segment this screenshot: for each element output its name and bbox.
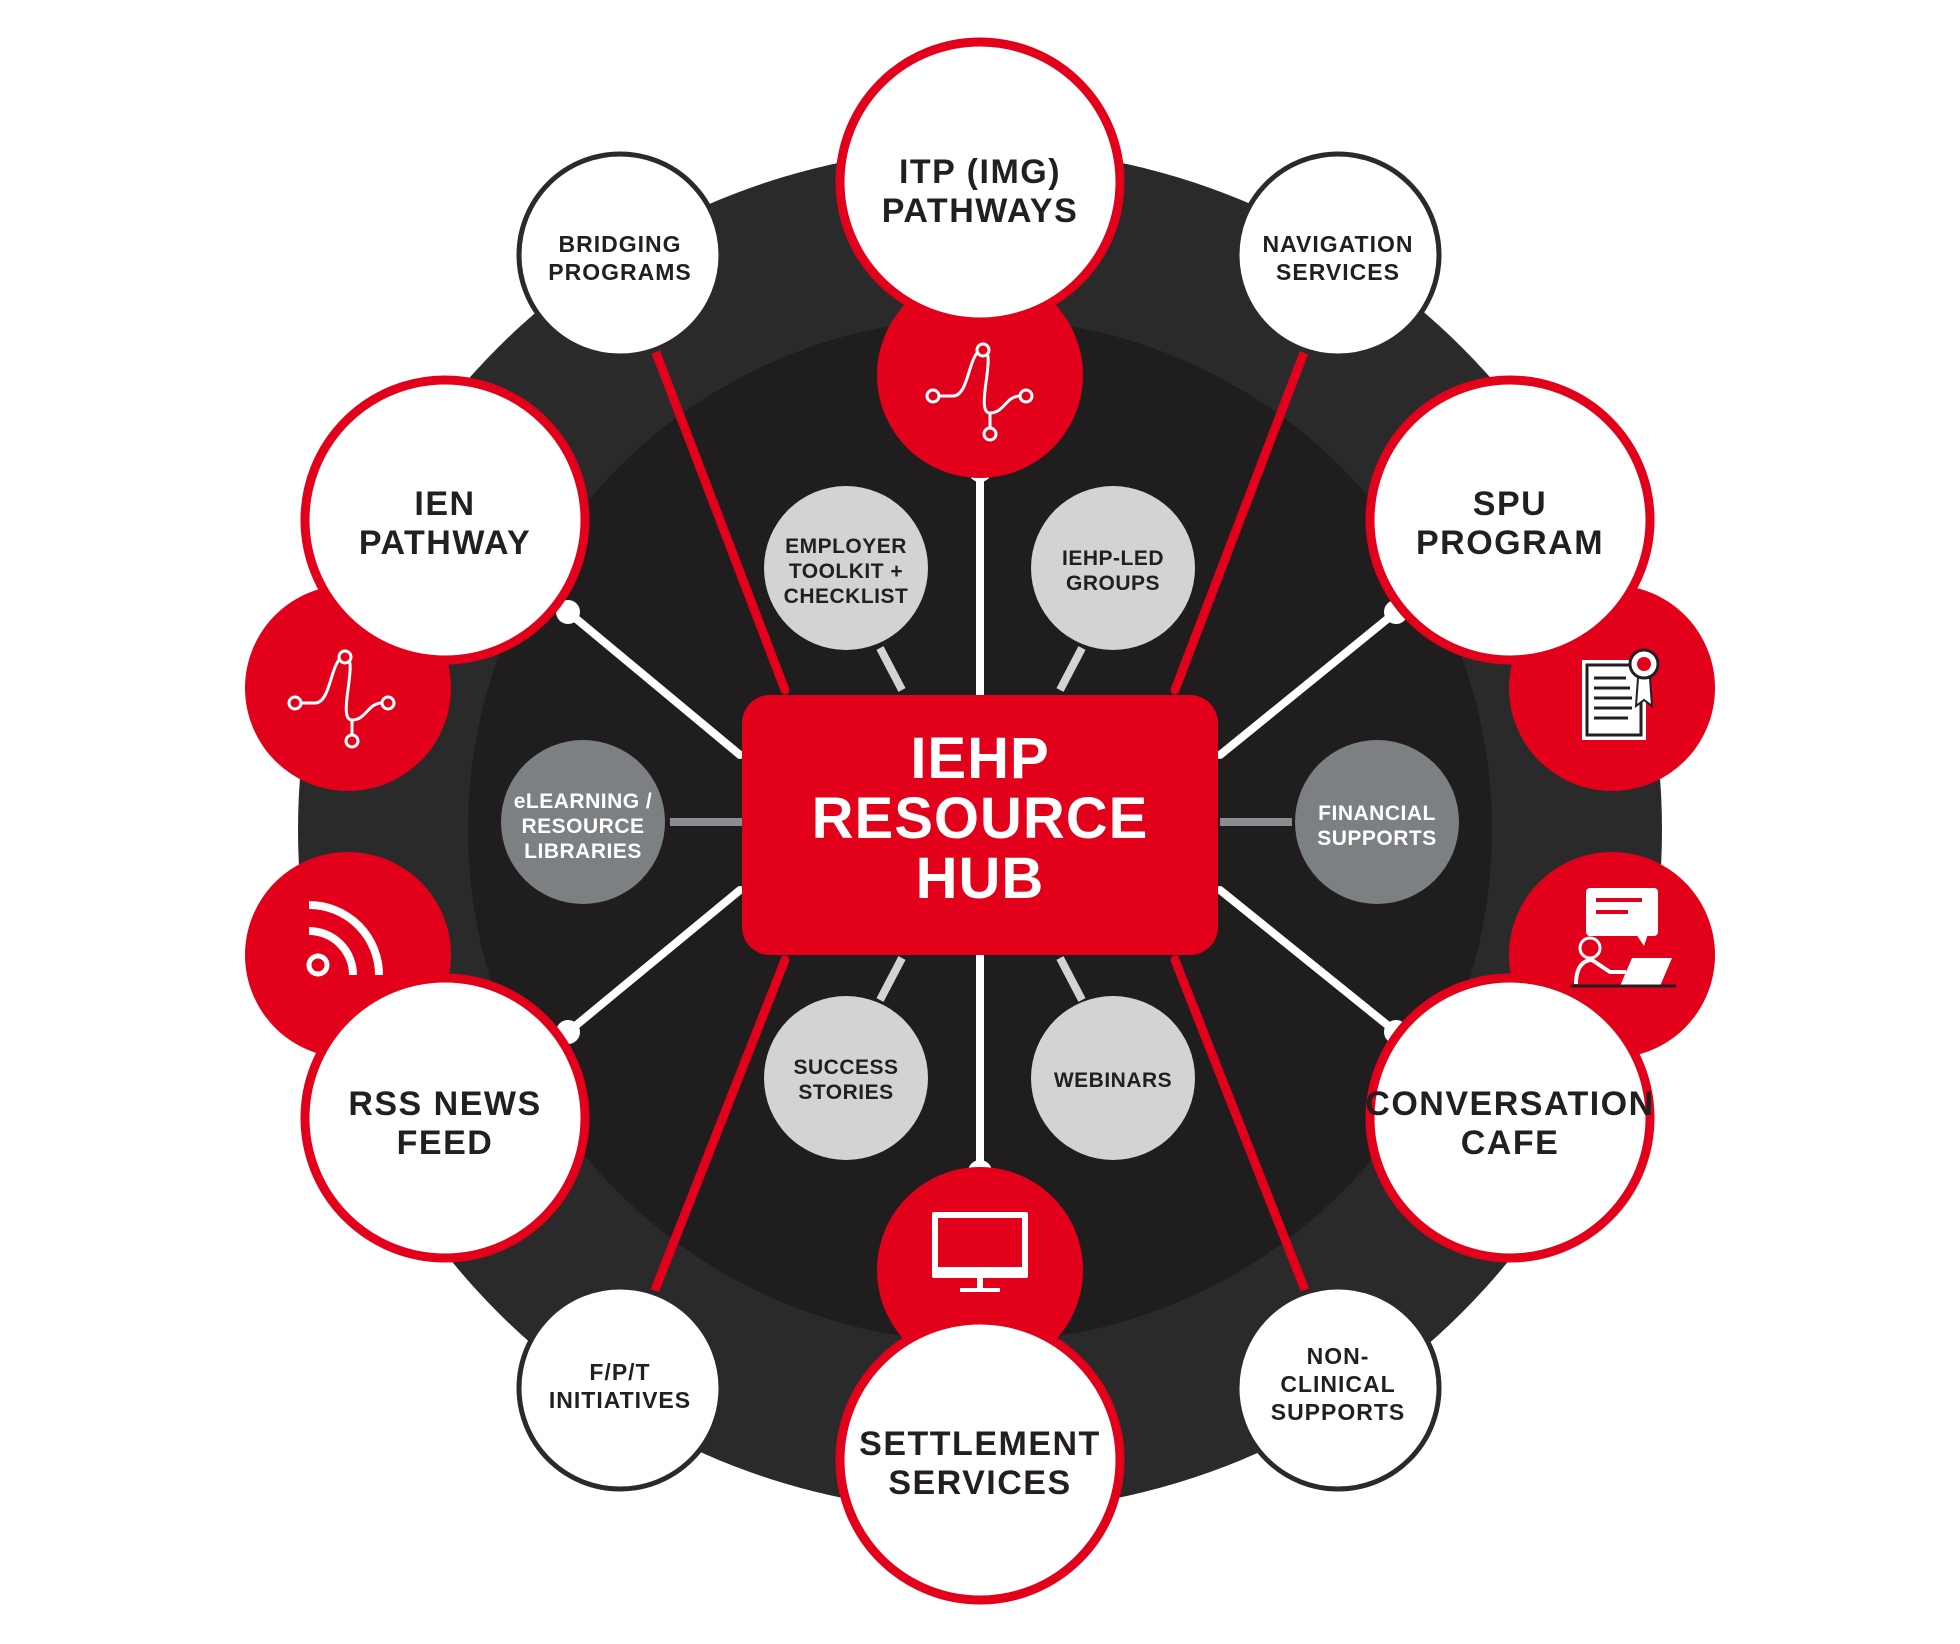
node-itp-line-1: ITP (IMG): [899, 153, 1061, 191]
node-conversation-line-2: CAFE: [1461, 1124, 1560, 1162]
connector-employer: [876, 646, 906, 692]
connector-webinars: [1056, 956, 1086, 1002]
node-navigation-line-1: NAVIGATION: [1263, 231, 1414, 257]
node-bridging-line-1: BRIDGING: [559, 231, 682, 257]
node-webinars[interactable]: WEBINARS: [1031, 996, 1195, 1160]
node-spu-line-1: SPU: [1473, 485, 1547, 523]
connector-iehp-groups: [1056, 646, 1086, 692]
node-conversation-cafe[interactable]: CONVERSATION CAFE: [1365, 973, 1655, 1263]
red-connectors: [650, 345, 1310, 1295]
hub-line-2: RESOURCE: [812, 786, 1149, 851]
node-rss-line-1: RSS NEWS: [348, 1085, 541, 1123]
node-navigation-services[interactable]: NAVIGATION SERVICES: [1234, 151, 1442, 359]
node-employer-line-3: CHECKLIST: [784, 585, 909, 608]
node-employer-line-1: EMPLOYER: [785, 535, 907, 558]
node-nonclinical-line-1: NON-: [1307, 1343, 1370, 1369]
bubble-itp: [877, 272, 1083, 478]
pathway-icon: [287, 649, 396, 749]
node-iehp-groups-line-2: GROUPS: [1066, 572, 1160, 595]
dot-ien: [556, 600, 580, 624]
node-employer-toolkit[interactable]: EMPLOYER TOOLKIT + CHECKLIST: [764, 486, 928, 650]
rss-icon: [306, 901, 383, 977]
node-elearning-line-1: eLEARNING /: [514, 790, 653, 813]
node-financial-line-2: SUPPORTS: [1317, 827, 1437, 850]
node-elearning-line-2: RESOURCE: [521, 815, 644, 838]
white-connectors: [564, 466, 1400, 1176]
chat-laptop-icon: [1570, 888, 1676, 988]
connector-bridging: [650, 345, 790, 695]
connector-nonclinical: [1170, 955, 1310, 1295]
node-rss-line-2: FEED: [397, 1124, 494, 1162]
hub-line-3: HUB: [916, 846, 1045, 911]
node-itp-pathways[interactable]: ITP (IMG) PATHWAYS: [835, 37, 1125, 327]
gray-connectors: [876, 646, 1086, 1002]
node-settlement-line-2: SERVICES: [888, 1464, 1071, 1502]
node-financial-line-1: FINANCIAL: [1318, 802, 1436, 825]
node-elearning-line-3: LIBRARIES: [524, 840, 642, 863]
node-bridging-programs[interactable]: BRIDGING PROGRAMS: [516, 151, 724, 359]
inner-nodes: EMPLOYER TOOLKIT + CHECKLIST IEHP-LED GR…: [501, 486, 1459, 1160]
connector-success: [876, 956, 906, 1002]
node-conversation-line-1: CONVERSATION: [1365, 1085, 1654, 1123]
node-rss-news-feed[interactable]: RSS NEWS FEED: [300, 973, 590, 1263]
certificate-icon: [1582, 648, 1660, 740]
node-spu-program[interactable]: SPU PROGRAM: [1365, 375, 1655, 665]
node-itp-line-2: PATHWAYS: [882, 192, 1079, 230]
node-ien-pathway[interactable]: IEN PATHWAY: [300, 375, 590, 665]
connector-spu: [1216, 608, 1400, 759]
node-financial-supports[interactable]: FINANCIAL SUPPORTS: [1295, 740, 1459, 904]
connector-ien: [564, 608, 744, 759]
node-iehp-led-groups[interactable]: IEHP-LED GROUPS: [1031, 486, 1195, 650]
node-iehp-groups-line-1: IEHP-LED: [1062, 547, 1164, 570]
minor-nodes: BRIDGING PROGRAMS NAVIGATION SERVICES F/…: [516, 151, 1442, 1492]
node-ien-line-1: IEN: [414, 485, 475, 523]
node-fpt-initiatives[interactable]: F/P/T INITIATIVES: [516, 1284, 724, 1492]
node-elearning-libraries[interactable]: eLEARNING / RESOURCE LIBRARIES: [501, 740, 665, 904]
node-employer-line-2: TOOLKIT +: [789, 560, 903, 583]
node-bridging-line-2: PROGRAMS: [548, 259, 691, 285]
connector-fpt: [650, 955, 790, 1295]
node-non-clinical-supports[interactable]: NON- CLINICAL SUPPORTS: [1234, 1284, 1442, 1492]
connector-conversation: [1216, 886, 1400, 1036]
node-spu-line-2: PROGRAM: [1416, 524, 1604, 562]
node-ien-line-2: PATHWAY: [359, 524, 531, 562]
pathway-icon: [925, 342, 1034, 442]
node-success-stories[interactable]: SUCCESS STORIES: [764, 996, 928, 1160]
monitor-icon: [932, 1212, 1028, 1292]
node-nonclinical-line-2: CLINICAL: [1280, 1371, 1395, 1397]
node-success-line-1: SUCCESS: [793, 1056, 898, 1079]
node-settlement-services[interactable]: SETTLEMENT SERVICES: [835, 1315, 1125, 1605]
central-hub[interactable]: IEHP RESOURCE HUB: [742, 695, 1218, 955]
node-success-line-2: STORIES: [798, 1081, 893, 1104]
node-nonclinical-line-3: SUPPORTS: [1271, 1399, 1406, 1425]
connector-rss: [564, 886, 744, 1036]
connector-navigation: [1170, 345, 1310, 695]
node-fpt-line-1: F/P/T: [589, 1359, 650, 1385]
node-fpt-line-2: INITIATIVES: [549, 1387, 691, 1413]
major-nodes: ITP (IMG) PATHWAYS IEN PATHWAY SPU PROGR…: [300, 37, 1655, 1605]
node-webinars-line-1: WEBINARS: [1054, 1069, 1172, 1092]
node-settlement-line-1: SETTLEMENT: [859, 1425, 1101, 1463]
hub-line-1: IEHP: [910, 726, 1049, 791]
node-navigation-line-2: SERVICES: [1276, 259, 1400, 285]
